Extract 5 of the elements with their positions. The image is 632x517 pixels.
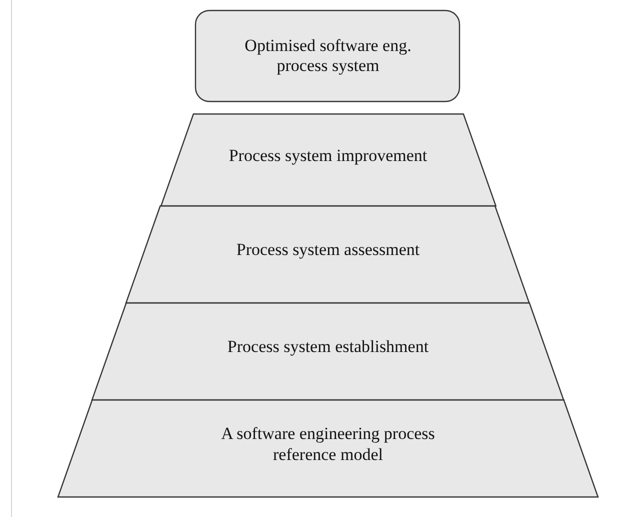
layer-label: Process system improvement [228,146,428,166]
layer-label: Optimised software eng. process system [244,36,412,76]
layer-label: Process system assessment [235,240,421,261]
layer-label: A software engineering process reference model [220,424,436,465]
layer-label: Process system establishment [226,337,430,358]
